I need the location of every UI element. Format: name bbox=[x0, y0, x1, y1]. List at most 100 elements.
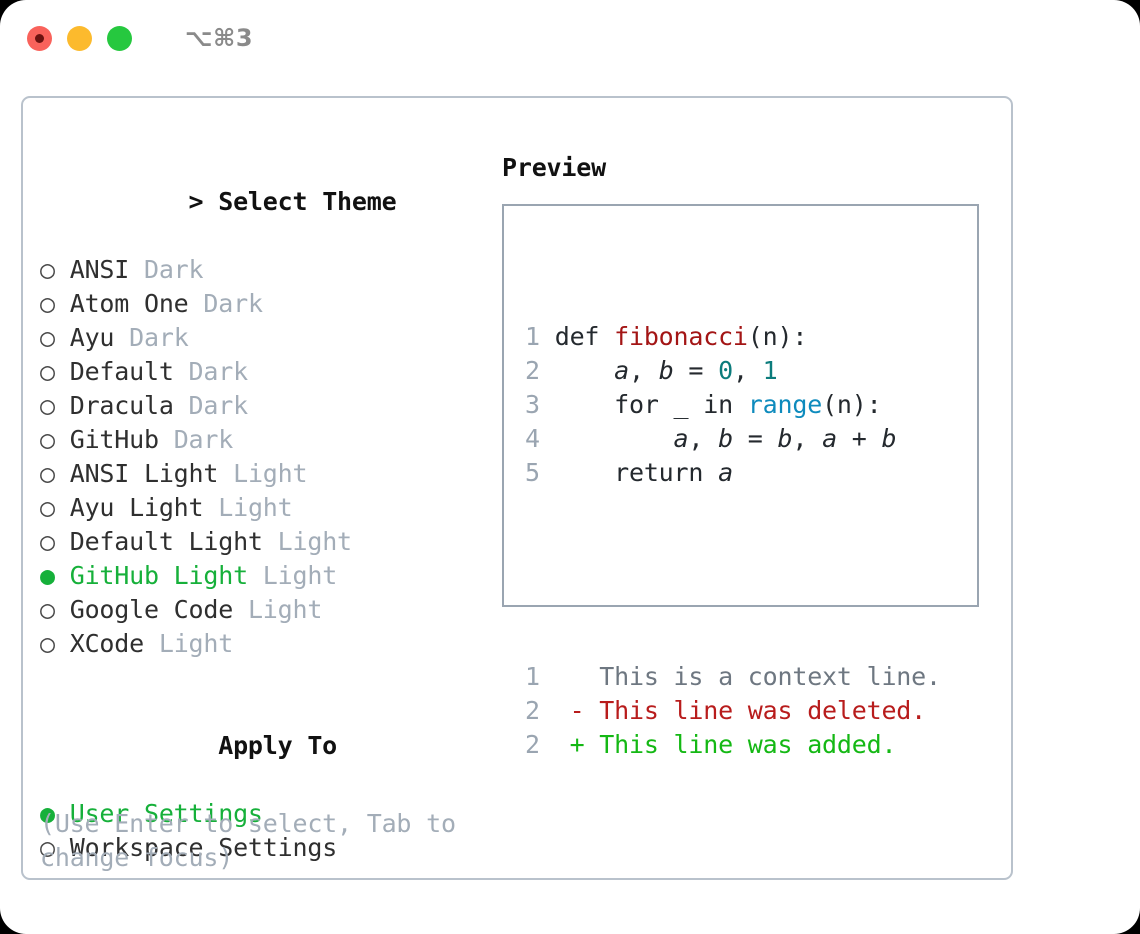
code-token-plain: = bbox=[673, 356, 719, 385]
code-token-var: a bbox=[822, 424, 837, 453]
theme-option-github-light[interactable]: ● GitHub Light Light bbox=[40, 559, 495, 593]
theme-mode-badge: Light bbox=[247, 595, 323, 624]
code-token-plain: + bbox=[836, 424, 882, 453]
code-token-var: b bbox=[881, 424, 897, 453]
theme-option-label: XCode bbox=[69, 629, 144, 658]
theme-option-label: ANSI Light bbox=[69, 459, 219, 488]
code-token-var: b bbox=[777, 424, 793, 453]
code-token-plain: , bbox=[792, 424, 823, 453]
theme-option-default[interactable]: ○ Default Dark bbox=[40, 355, 495, 389]
diff-line-number: 1 bbox=[525, 662, 540, 691]
selection-caret-icon: > bbox=[188, 187, 204, 216]
theme-option-dracula[interactable]: ○ Dracula Dark bbox=[40, 389, 495, 423]
code-line: 1 def fibonacci(n): bbox=[525, 320, 941, 354]
select-theme-title: Select Theme bbox=[218, 187, 397, 216]
keyboard-shortcut-label: ⌥⌘3 bbox=[185, 24, 254, 52]
theme-option-google-code[interactable]: ○ Google Code Light bbox=[40, 593, 495, 627]
theme-option-label: Ayu bbox=[69, 323, 115, 352]
preview-heading: Preview bbox=[502, 153, 606, 182]
apply-to-option-label: User Settings bbox=[69, 799, 263, 828]
code-token-var: a bbox=[718, 458, 733, 487]
zoom-button[interactable] bbox=[107, 25, 132, 51]
radio-unselected-icon[interactable]: ○ bbox=[40, 527, 55, 556]
theme-list-column: > Select Theme ○ ANSI Dark○ Atom One Dar… bbox=[40, 151, 495, 865]
code-token-var: a bbox=[614, 356, 629, 385]
theme-mode-badge: Light bbox=[233, 459, 308, 488]
code-token-plain: , bbox=[688, 424, 719, 453]
radio-unselected-icon[interactable]: ○ bbox=[40, 833, 55, 862]
theme-mode-badge: Dark bbox=[173, 425, 234, 454]
diff-sample: 1 This is a context line. 2 - This line w… bbox=[525, 660, 941, 762]
theme-mode-badge: Dark bbox=[129, 323, 189, 352]
radio-unselected-icon[interactable]: ○ bbox=[40, 629, 55, 658]
radio-unselected-icon[interactable]: ○ bbox=[40, 391, 55, 420]
apply-to-option-user-settings[interactable]: ● User Settings bbox=[40, 797, 495, 831]
code-token-plain: , bbox=[732, 356, 763, 385]
code-token-plain: , bbox=[628, 356, 659, 385]
diff-line-del: 2 - This line was deleted. bbox=[525, 694, 941, 728]
radio-unselected-icon[interactable]: ○ bbox=[40, 255, 55, 284]
diff-line-number: 2 bbox=[525, 696, 540, 725]
theme-mode-badge: Dark bbox=[188, 391, 249, 420]
apply-to-indent bbox=[189, 731, 219, 760]
code-token-var: b bbox=[658, 356, 674, 385]
radio-unselected-icon[interactable]: ○ bbox=[40, 289, 55, 318]
theme-mode-badge: Dark bbox=[143, 255, 204, 284]
code-token-plain: for _ in bbox=[554, 390, 748, 419]
title-bar: ⌥⌘3 bbox=[0, 0, 1140, 76]
theme-mode-badge: Dark bbox=[188, 357, 249, 386]
theme-option-default-light[interactable]: ○ Default Light Light bbox=[40, 525, 495, 559]
diff-marker: - bbox=[569, 696, 585, 725]
code-line: 2 a, b = 0, 1 bbox=[525, 354, 941, 388]
radio-unselected-icon[interactable]: ○ bbox=[40, 425, 55, 454]
theme-option-xcode[interactable]: ○ XCode Light bbox=[40, 627, 495, 661]
code-token-var: b bbox=[718, 424, 733, 453]
radio-unselected-icon[interactable]: ○ bbox=[40, 323, 55, 352]
theme-option-label: Atom One bbox=[69, 289, 189, 318]
theme-option-ansi-light[interactable]: ○ ANSI Light Light bbox=[40, 457, 495, 491]
code-diff-separator bbox=[525, 558, 941, 592]
code-token-builtin: range bbox=[747, 390, 823, 419]
radio-unselected-icon[interactable]: ○ bbox=[40, 459, 55, 488]
code-token-num: 1 bbox=[762, 356, 778, 385]
theme-picker-panel: > Select Theme ○ ANSI Dark○ Atom One Dar… bbox=[21, 96, 1013, 880]
code-token-plain: (n): bbox=[747, 322, 808, 351]
apply-to-option-workspace-settings[interactable]: ○ Workspace Settings bbox=[40, 831, 495, 865]
code-line: 3 for _ in range(n): bbox=[525, 388, 941, 422]
diff-text: This is a context line. bbox=[599, 662, 941, 691]
code-line-number: 1 bbox=[525, 322, 540, 351]
code-line: 4 a, b = b, a + b bbox=[525, 422, 941, 456]
theme-option-label: GitHub bbox=[69, 425, 159, 454]
apply-to-option-list: ● User Settings○ Workspace Settings bbox=[40, 797, 495, 865]
code-token-num: 0 bbox=[718, 356, 733, 385]
theme-mode-badge: Light bbox=[262, 561, 338, 590]
theme-option-label: ANSI bbox=[69, 255, 130, 284]
theme-option-github[interactable]: ○ GitHub Dark bbox=[40, 423, 495, 457]
theme-option-atom-one[interactable]: ○ Atom One Dark bbox=[40, 287, 495, 321]
apply-to-heading: Apply To bbox=[40, 695, 495, 797]
preview-column: Preview bbox=[502, 151, 982, 185]
radio-unselected-icon[interactable]: ○ bbox=[40, 595, 55, 624]
close-button[interactable] bbox=[27, 25, 52, 51]
diff-line-add: 2 + This line was added. bbox=[525, 728, 941, 762]
code-token-plain: = bbox=[732, 424, 778, 453]
theme-option-ansi[interactable]: ○ ANSI Dark bbox=[40, 253, 495, 287]
diff-marker: + bbox=[569, 730, 585, 759]
theme-option-label: GitHub Light bbox=[69, 561, 248, 590]
theme-option-ayu-light[interactable]: ○ Ayu Light Light bbox=[40, 491, 495, 525]
radio-selected-icon[interactable]: ● bbox=[40, 561, 55, 590]
radio-unselected-icon[interactable]: ○ bbox=[40, 493, 55, 522]
code-token-plain: def bbox=[554, 322, 615, 351]
minimize-button[interactable] bbox=[67, 25, 92, 51]
apply-to-option-label: Workspace Settings bbox=[69, 833, 338, 862]
code-line: 5 return a bbox=[525, 456, 941, 490]
radio-selected-icon[interactable]: ● bbox=[40, 799, 55, 828]
code-token-plain bbox=[555, 424, 674, 453]
radio-unselected-icon[interactable]: ○ bbox=[40, 357, 55, 386]
code-line-number: 2 bbox=[525, 356, 540, 385]
theme-option-ayu[interactable]: ○ Ayu Dark bbox=[40, 321, 495, 355]
theme-mode-badge: Light bbox=[218, 493, 293, 522]
list-spacer bbox=[40, 661, 495, 695]
diff-marker bbox=[570, 662, 585, 691]
